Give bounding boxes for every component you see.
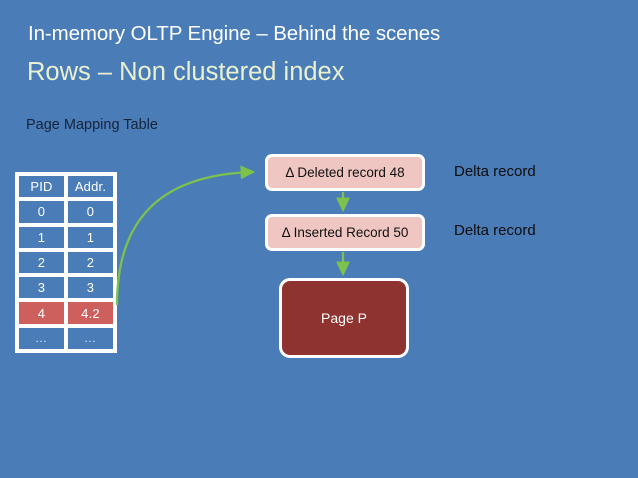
cell-addr: 0 — [66, 199, 115, 225]
delta-record-label: Δ Deleted record 48 — [285, 165, 405, 180]
slide-subtitle: Rows – Non clustered index — [27, 58, 345, 86]
page-p-box[interactable]: Page P — [279, 278, 409, 358]
cell-pid: 4 — [17, 300, 66, 326]
cell-addr-ellipsis: … — [66, 325, 115, 351]
cell-pid: 3 — [17, 275, 66, 301]
cell-addr: 3 — [66, 275, 115, 301]
cell-addr: 4.2 — [66, 300, 115, 326]
cell-pid: 2 — [17, 249, 66, 276]
table-row: 3 3 — [17, 275, 115, 301]
page-p-label: Page P — [321, 310, 367, 326]
annotation-delta-record-top: Delta record — [454, 163, 536, 180]
table-header-row: PID Addr. — [17, 174, 115, 200]
annotation-delta-record-bottom: Delta record — [454, 222, 536, 239]
page-mapping-table-label: Page Mapping Table — [26, 117, 158, 133]
delta-record-box-deleted[interactable]: Δ Deleted record 48 — [265, 154, 425, 191]
column-header-pid: PID — [17, 174, 66, 200]
page-mapping-table: PID Addr. 0 0 1 1 2 2 3 3 4 4.2 … … — [15, 172, 117, 353]
cell-addr: 1 — [66, 224, 115, 250]
delta-record-box-inserted[interactable]: Δ Inserted Record 50 — [265, 214, 425, 251]
cell-addr: 2 — [66, 249, 115, 276]
cell-pid: 1 — [17, 224, 66, 250]
table-row: 1 1 — [17, 224, 115, 250]
table-row: 0 0 — [17, 199, 115, 225]
cell-pid: 0 — [17, 199, 66, 225]
column-header-addr: Addr. — [66, 174, 115, 200]
table-row: … … — [17, 325, 115, 351]
table-row: 2 2 — [17, 249, 115, 276]
delta-record-label: Δ Inserted Record 50 — [281, 225, 409, 240]
table-row-highlighted: 4 4.2 — [17, 300, 115, 326]
curved-arrow-table-to-delta — [115, 165, 256, 306]
slide-title: In-memory OLTP Engine – Behind the scene… — [28, 22, 441, 45]
cell-pid-ellipsis: … — [17, 325, 66, 351]
